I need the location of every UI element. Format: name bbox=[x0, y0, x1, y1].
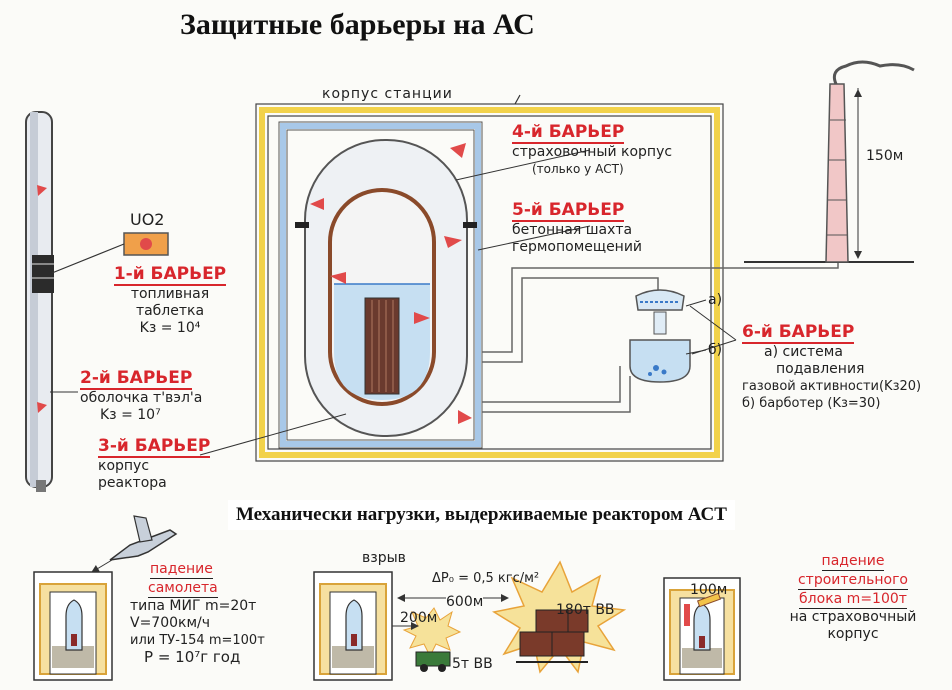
plane-scene bbox=[33, 515, 178, 681]
barrier-1: 1-й БАРЬЕР топливная таблетка Kз = 10⁴ bbox=[110, 264, 230, 337]
barrier-6: 6-й БАРЬЕР а) система подавления газовой… bbox=[742, 322, 947, 412]
barrier-3-line-1: корпус bbox=[98, 458, 150, 474]
barrier-4-title: 4-й БАРЬЕР bbox=[512, 122, 625, 144]
plane-load-text: падение самолета типа МИГ m=20т V=700км/… bbox=[120, 560, 295, 666]
barrier-5-title: 5-й БАРЬЕР bbox=[512, 200, 625, 222]
fuel-pellet bbox=[51, 232, 169, 274]
block-heading-3: блока m=100т bbox=[799, 591, 907, 609]
block-scene bbox=[663, 577, 741, 681]
barrier-6-line-1: а) система bbox=[764, 344, 843, 360]
stack-height-label: 150м bbox=[866, 148, 904, 164]
station-hull bbox=[255, 94, 724, 462]
barrier-3: 3-й БАРЬЕР корпус реактора bbox=[98, 436, 238, 492]
barrier-4: 4-й БАРЬЕР страховочный корпус (только у… bbox=[512, 122, 712, 178]
block-line-1: на страховочный bbox=[789, 609, 917, 625]
plane-heading-1: падение bbox=[150, 561, 213, 579]
barrier-2-line-1: оболочка т'вэл'а bbox=[80, 390, 203, 406]
plane-line-3: или ТУ-154 m=100т bbox=[130, 633, 265, 648]
barrier-6-line-3: газовой активности(Kз20) bbox=[742, 379, 922, 394]
barrier-4-line-1: страховочный корпус bbox=[512, 144, 673, 160]
block-heading-2: строительного bbox=[797, 572, 908, 590]
blast-heading: взрыв bbox=[362, 550, 406, 566]
barrier-6-title: 6-й БАРЬЕР bbox=[742, 322, 855, 344]
block-line-2: корпус bbox=[827, 626, 879, 642]
fuel-rod bbox=[25, 111, 54, 492]
blast-distance-200: 200м bbox=[400, 610, 438, 626]
gas-suppression bbox=[629, 289, 707, 383]
barrier-3-line-2: реактора bbox=[98, 475, 167, 491]
blast-scene bbox=[313, 560, 627, 681]
exhaust-stack bbox=[825, 60, 915, 263]
barrier-2-line-2: Kз = 10⁷ bbox=[100, 407, 161, 423]
plane-heading-2: самолета bbox=[148, 580, 218, 598]
barrier-3-title: 3-й БАРЬЕР bbox=[98, 436, 211, 458]
leader-lines bbox=[50, 149, 737, 456]
plane-line-2: V=700км/ч bbox=[130, 615, 211, 631]
barrier-6-line-2: подавления bbox=[776, 361, 865, 377]
barrier-1-title: 1-й БАРЬЕР bbox=[113, 264, 227, 286]
mark-b: б) bbox=[708, 342, 723, 358]
station-hull-label: корпус станции bbox=[322, 86, 453, 102]
page-title: Защитные барьеры на АС bbox=[180, 8, 535, 41]
block-heading-1: падение bbox=[821, 553, 885, 571]
blast-charge-180: 180т ВВ bbox=[556, 602, 615, 618]
barrier-2: 2-й БАРЬЕР оболочка т'вэл'а Kз = 10⁷ bbox=[80, 368, 250, 424]
blast-charge-5: 5т ВВ bbox=[452, 656, 493, 672]
fuel-label: UO2 bbox=[130, 210, 165, 229]
mark-a: а) bbox=[708, 292, 723, 308]
barrier-1-line-1: топливная bbox=[130, 286, 210, 302]
block-height: 100м bbox=[690, 582, 728, 598]
barrier-arrows bbox=[310, 143, 472, 424]
block-load-text: падение строительного блока m=100т на ст… bbox=[758, 552, 948, 643]
barrier-5: 5-й БАРЬЕР бетонная шахта гермопомещений bbox=[512, 200, 712, 256]
loads-subtitle: Механически нагрузки, выдерживаемые реак… bbox=[228, 500, 735, 530]
plane-line-4: P = 10⁷г год bbox=[144, 648, 241, 666]
barrier-1-line-3: Kз = 10⁴ bbox=[139, 320, 201, 336]
barrier-5-line-2: гермопомещений bbox=[512, 239, 643, 255]
blast-distance-600: 600м bbox=[446, 594, 484, 611]
barrier-5-line-1: бетонная шахта bbox=[512, 222, 633, 238]
barrier-1-line-2: таблетка bbox=[135, 303, 205, 319]
barrier-4-line-2: (только у АСТ) bbox=[532, 162, 624, 176]
concrete-shaft bbox=[278, 121, 483, 449]
plane-line-1: типа МИГ m=20т bbox=[130, 598, 257, 614]
barrier-2-title: 2-й БАРЬЕР bbox=[80, 368, 193, 390]
reactor-vessel bbox=[328, 188, 436, 406]
blast-pressure: ΔP₀ = 0,5 кгс/м² bbox=[432, 571, 540, 586]
barrier-6-line-4: б) барботер (Kз=30) bbox=[742, 396, 881, 411]
